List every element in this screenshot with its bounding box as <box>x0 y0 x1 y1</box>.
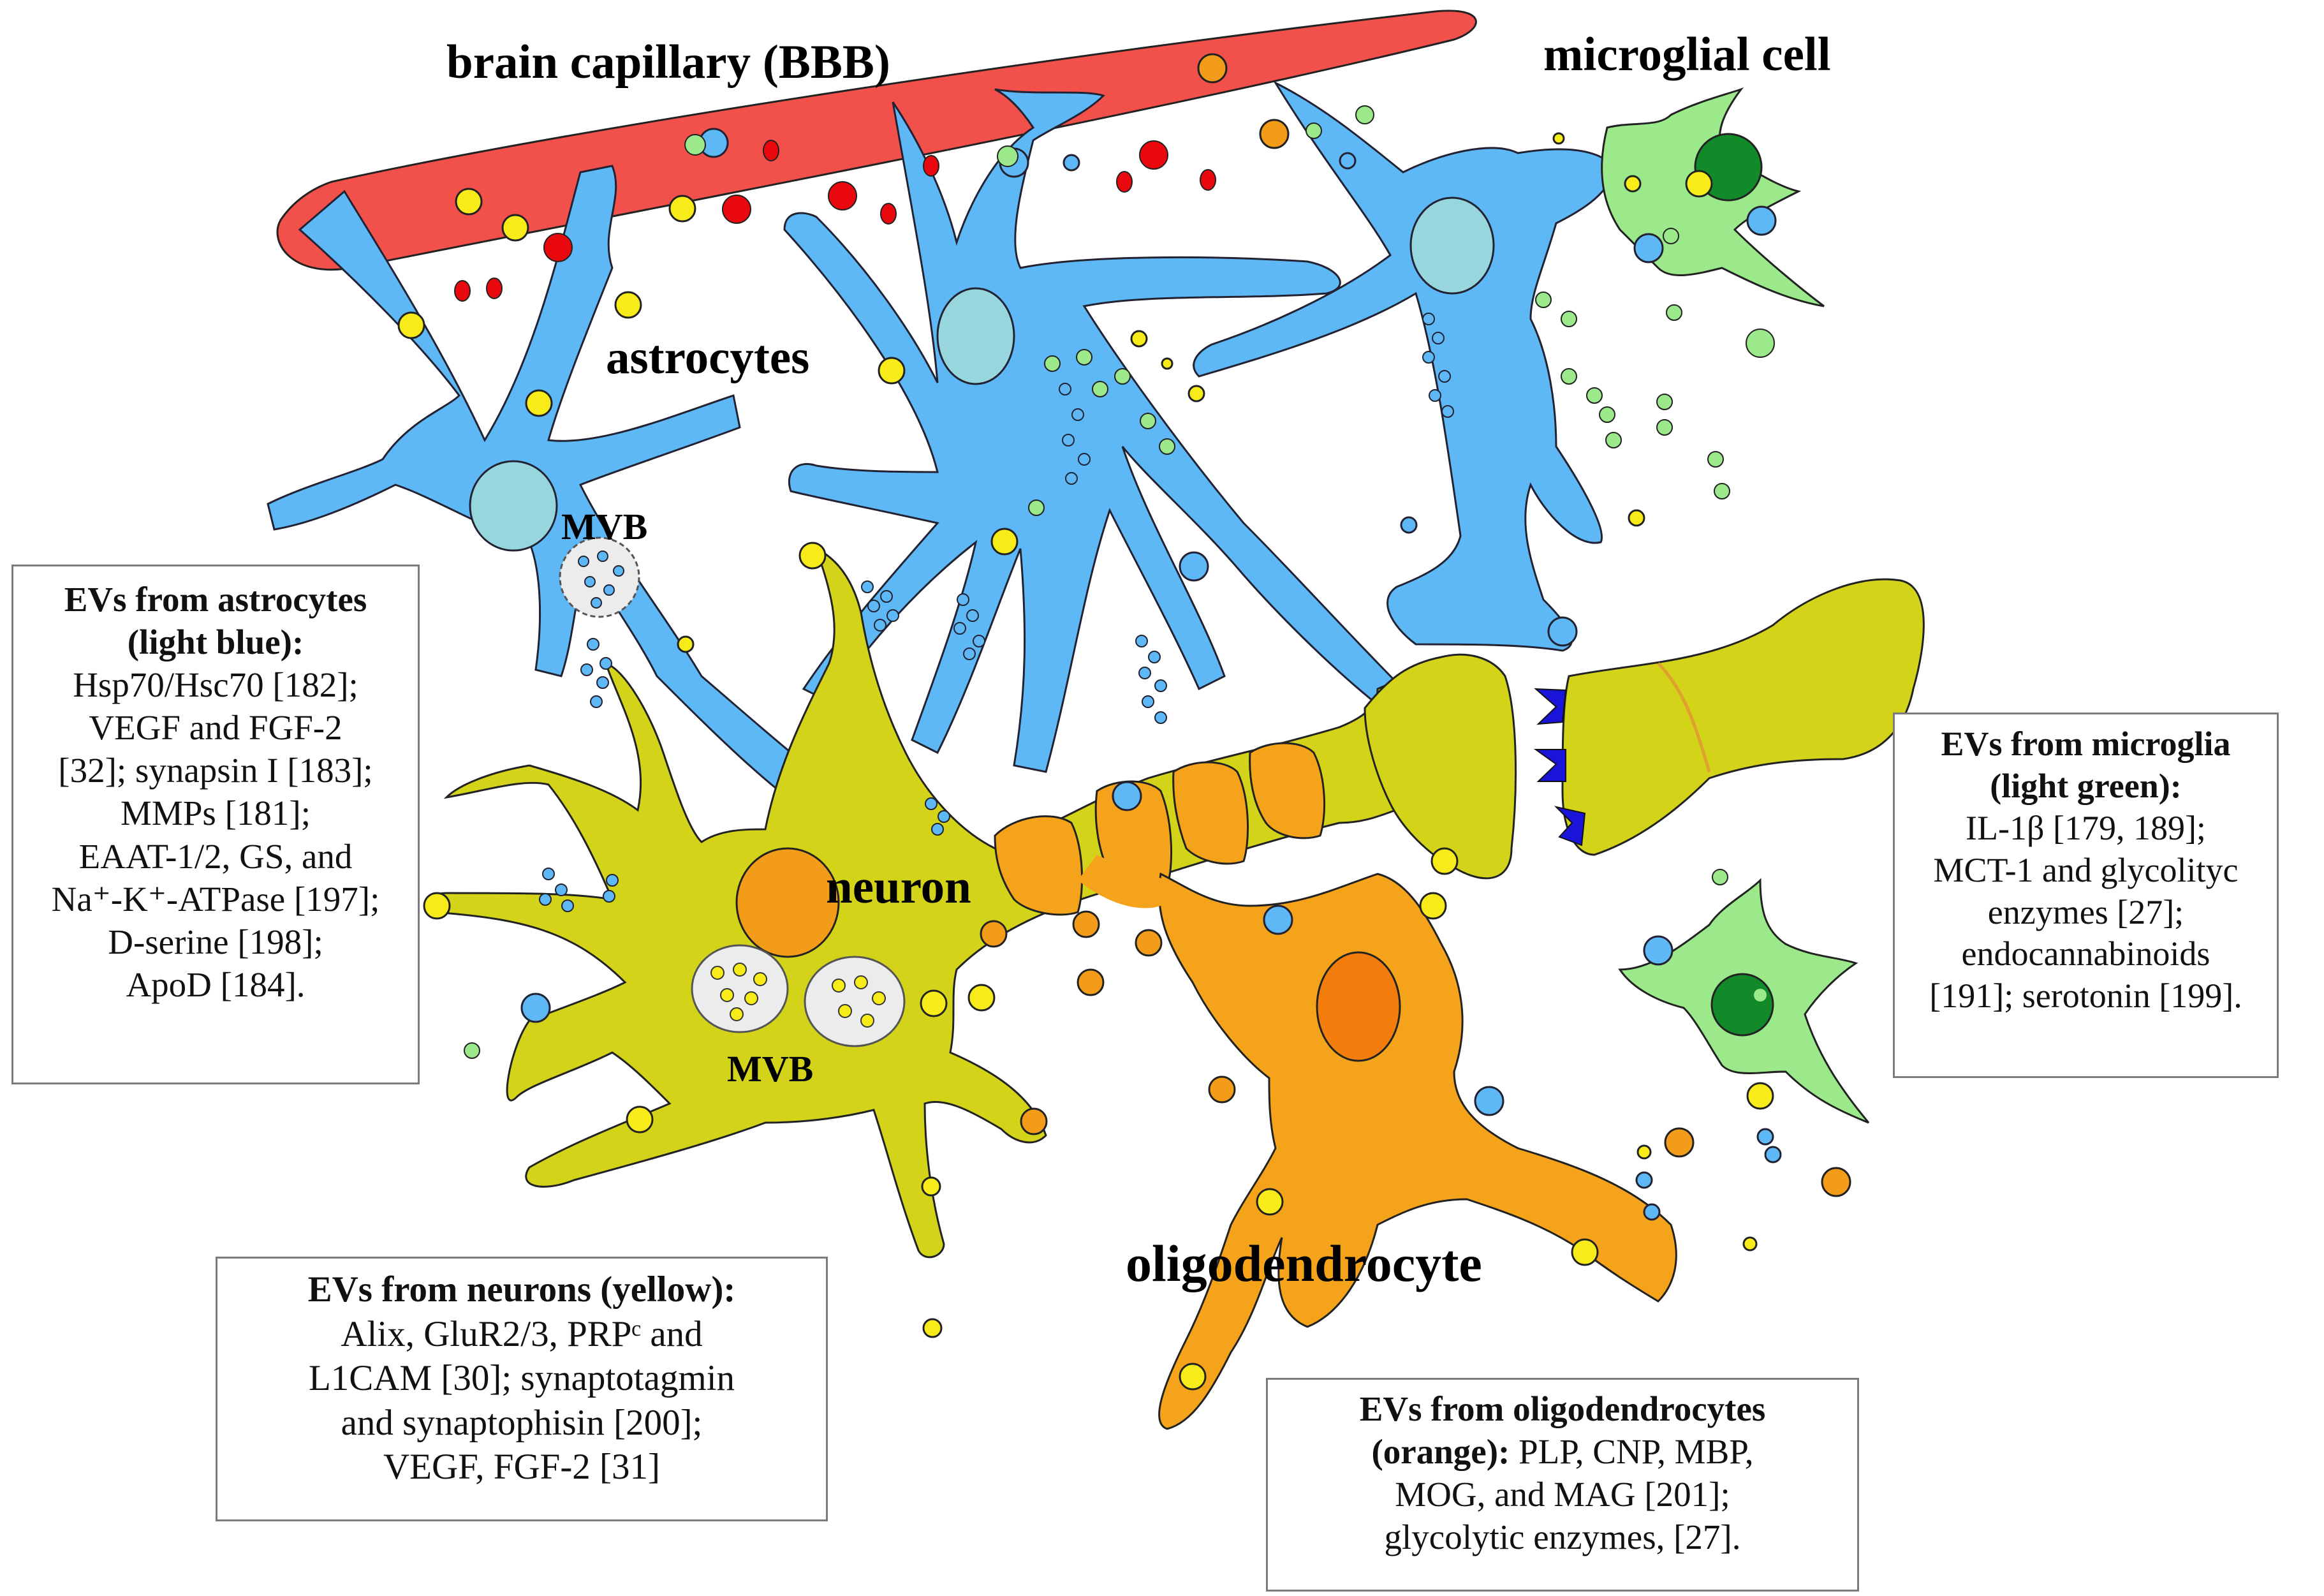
box-oligodendrocytes-line: glycolytic enzymes, [27]. <box>1384 1518 1741 1557</box>
postsynaptic-terminal <box>1561 578 1925 856</box>
box-oligodendrocytes-line: MOG, and MAG [201]; <box>1395 1475 1730 1514</box>
neuron-nucleus <box>735 847 840 958</box>
box-neurons-line: Alix, GluR2/3, PRPᶜ and <box>341 1313 703 1354</box>
receptor-1 <box>1534 688 1567 725</box>
box-microglia-line: [191]; serotonin [199]. <box>1929 977 2242 1016</box>
box-evs-microglia: EVs from microglia (light green): IL-1β … <box>1893 713 2279 1078</box>
axon-terminal <box>1364 578 1925 880</box>
evs-red <box>454 140 1216 302</box>
box-microglia-line: endocannabinoids <box>1961 935 2210 973</box>
receptor-2 <box>1533 749 1566 782</box>
evs-small-blue <box>539 313 1454 912</box>
box-astrocytes-line: ApoD [184]. <box>126 964 305 1004</box>
box-microglia-line: enzymes [27]; <box>1987 892 2184 931</box>
box-astrocytes-line: EAAT-1/2, GS, and <box>78 836 353 876</box>
box-evs-oligodendrocytes: EVs from oligodendrocytes (orange): PLP,… <box>1266 1378 1859 1592</box>
box-neurons-line: and synaptophisin [200]; <box>341 1402 703 1443</box>
box-astrocytes-line: VEGF and FGF-2 <box>89 708 342 748</box>
label-microglial-cell: microglial cell <box>1543 28 1831 81</box>
box-astrocytes-line: MMPs [181]; <box>121 794 311 833</box>
oligodendrocyte-nucleus <box>1316 951 1401 1062</box>
box-astrocytes-line: Hsp70/Hsc70 [182]; <box>73 665 358 705</box>
box-astrocytes-line: D-serine [198]; <box>108 922 323 961</box>
box-oligodendrocytes-line-1-rest: PLP, CNP, MBP, <box>1510 1432 1754 1472</box>
label-brain-capillary: brain capillary (BBB) <box>446 36 890 89</box>
microglia-bottom <box>1618 878 1870 1124</box>
box-astrocytes-line: Na⁺-K⁺-ATPase [197]; <box>51 879 380 919</box>
box-microglia-title-1: EVs from microglia <box>1941 725 2231 763</box>
box-oligodendrocytes-title: EVs from oligodendrocytes <box>1359 1389 1766 1428</box>
box-microglia-line: IL-1β [179, 189]; <box>1966 808 2206 847</box>
box-evs-astrocytes: EVs from astrocytes (light blue): Hsp70/… <box>11 565 420 1084</box>
receptor-3 <box>1554 806 1586 846</box>
label-neuron: neuron <box>826 861 971 913</box>
astrocyte-mvb <box>559 536 640 618</box>
box-evs-neurons: EVs from neurons (yellow): Alix, GluR2/3… <box>216 1257 828 1521</box>
box-oligodendrocytes-color-label: (orange): <box>1371 1432 1510 1472</box>
myelin-sheath <box>994 742 1326 916</box>
evs-light-green <box>464 105 1775 1059</box>
box-microglia-line: MCT-1 and glycolityc <box>1933 850 2239 889</box>
astrocyte-left-nucleus <box>469 460 558 552</box>
astrocyte-center-nucleus <box>936 287 1015 385</box>
astrocyte-right-nucleus <box>1409 196 1495 295</box>
box-neurons-line: VEGF, FGF-2 [31] <box>383 1447 661 1488</box>
evs-yellow <box>397 132 1774 1391</box>
box-astrocytes-line: [32]; synapsin I [183]; <box>58 751 373 790</box>
box-astrocytes-title-2: (light blue): <box>127 623 304 662</box>
neuron <box>426 547 1426 1259</box>
label-astrocytes: astrocytes <box>606 331 809 384</box>
astrocyte-center <box>783 88 1404 773</box>
oligodendrocyte <box>1078 855 1677 1430</box>
box-microglia-title-2: (light green): <box>1990 766 2182 805</box>
label-mvb-astrocyte: MVB <box>561 506 647 547</box>
label-oligodendrocyte: oligodendrocyte <box>1126 1234 1482 1292</box>
box-astrocytes-title-1: EVs from astrocytes <box>64 580 367 619</box>
microglia-bottom-nucleus <box>1710 973 1774 1037</box>
neuron-mvb <box>691 944 906 1047</box>
microglia-top <box>1601 87 1825 307</box>
box-oligodendrocytes-line-1: (orange): PLP, CNP, MBP, <box>1268 1430 1857 1473</box>
evs-orange <box>980 53 1851 1197</box>
box-neurons-line: L1CAM [30]; synaptotagmin <box>308 1358 735 1399</box>
box-neurons-title: EVs from neurons (yellow): <box>307 1269 736 1310</box>
label-mvb-neuron: MVB <box>727 1048 813 1090</box>
